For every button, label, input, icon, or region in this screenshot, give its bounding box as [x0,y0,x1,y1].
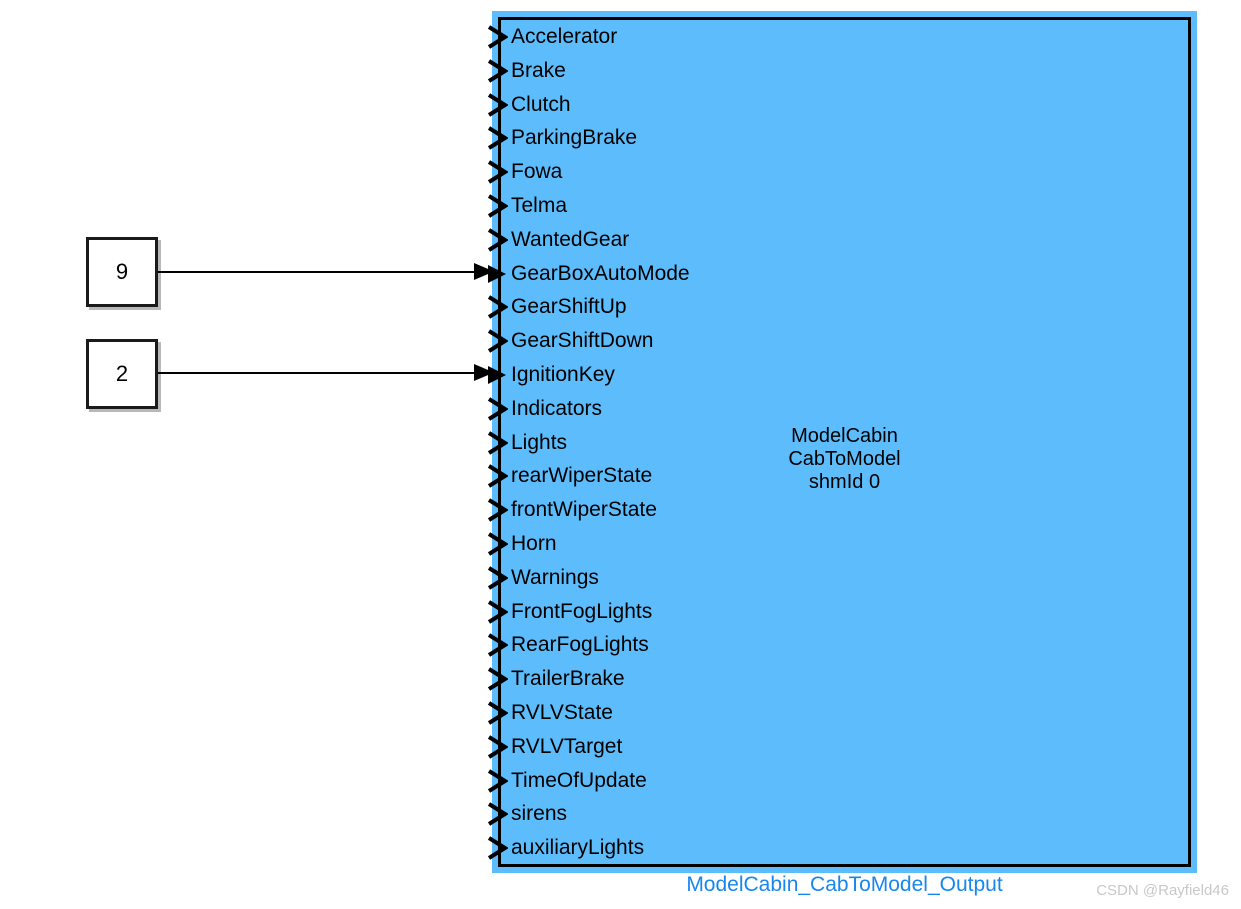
constant-value: 2 [115,361,129,386]
port-label: sirens [511,802,568,826]
port-label: IgnitionKey [511,363,615,386]
port-arrow-open-icon[interactable] [486,496,508,524]
signal-arrowhead-gearboxautomode [474,263,494,280]
port-arrow-open-icon[interactable] [486,395,508,423]
port-label: Accelerator [511,25,618,48]
signal-line-gearboxautomode[interactable] [157,271,488,273]
port-arrow-open-icon[interactable] [486,158,508,186]
port-arrow-open-icon[interactable] [486,23,508,51]
constant-block-ignitionkey[interactable]: 2 [86,339,158,409]
port-label: Indicators [511,396,603,420]
port-label: GearBoxAutoMode [511,261,690,285]
port-arrow-open-icon[interactable] [486,293,508,321]
port-label: Clutch [511,92,571,116]
port-arrow-open-icon[interactable] [486,665,508,693]
port-arrow-open-icon[interactable] [486,733,508,761]
port-label: RVLVTarget [511,734,623,758]
port-arrow-filled-icon[interactable] [486,260,508,288]
port-label: Brake [511,58,566,82]
port-arrow-open-icon[interactable] [486,631,508,659]
port-arrow-open-icon[interactable] [486,564,508,592]
port-arrow-open-icon[interactable] [486,57,508,85]
port-label: Warnings [511,565,599,589]
port-label: WantedGear [511,227,630,251]
port-label: frontWiperState [511,498,657,522]
port-label: GearShiftDown [511,329,654,353]
port-arrow-open-icon[interactable] [486,124,508,152]
port-label: Lights [511,430,568,454]
port-arrow-open-icon[interactable] [486,226,508,254]
port-arrow-open-icon[interactable] [486,834,508,862]
port-arrow-open-icon[interactable] [486,530,508,558]
port-label: TimeOfUpdate [511,768,647,792]
port-label: FrontFogLights [511,599,653,623]
port-label: Fowa [511,160,563,184]
port-arrow-open-icon[interactable] [486,429,508,457]
port-arrow-open-icon[interactable] [486,800,508,828]
constant-value: 9 [115,259,129,284]
port-label: RearFogLights [511,633,649,657]
port-label: auxiliaryLights [511,836,645,860]
port-label: rearWiperState [511,464,653,488]
block-caption: ModelCabin_CabToModel_Output [686,873,1003,896]
port-label: Horn [511,532,557,555]
signal-line-ignitionkey[interactable] [157,372,488,374]
subsystem-block[interactable]: ModelCabin CabToModel shmId 0 [498,17,1191,867]
port-label: TrailerBrake [511,667,625,691]
port-arrow-open-icon[interactable] [486,462,508,490]
watermark: CSDN @Rayfield46 [1096,882,1229,899]
port-label: GearShiftUp [511,295,627,319]
port-arrow-open-icon[interactable] [486,91,508,119]
port-arrow-open-icon[interactable] [486,699,508,727]
port-arrow-open-icon[interactable] [486,327,508,355]
port-arrow-open-icon[interactable] [486,192,508,220]
constant-block-gearboxautomode[interactable]: 9 [86,237,158,307]
port-arrow-filled-icon[interactable] [486,361,508,389]
port-label: Telma [511,194,568,217]
port-label: ParkingBrake [511,126,638,150]
port-arrow-open-icon[interactable] [486,767,508,795]
port-arrow-open-icon[interactable] [486,598,508,626]
port-label: RVLVState [511,701,613,724]
signal-arrowhead-ignitionkey [474,364,494,381]
